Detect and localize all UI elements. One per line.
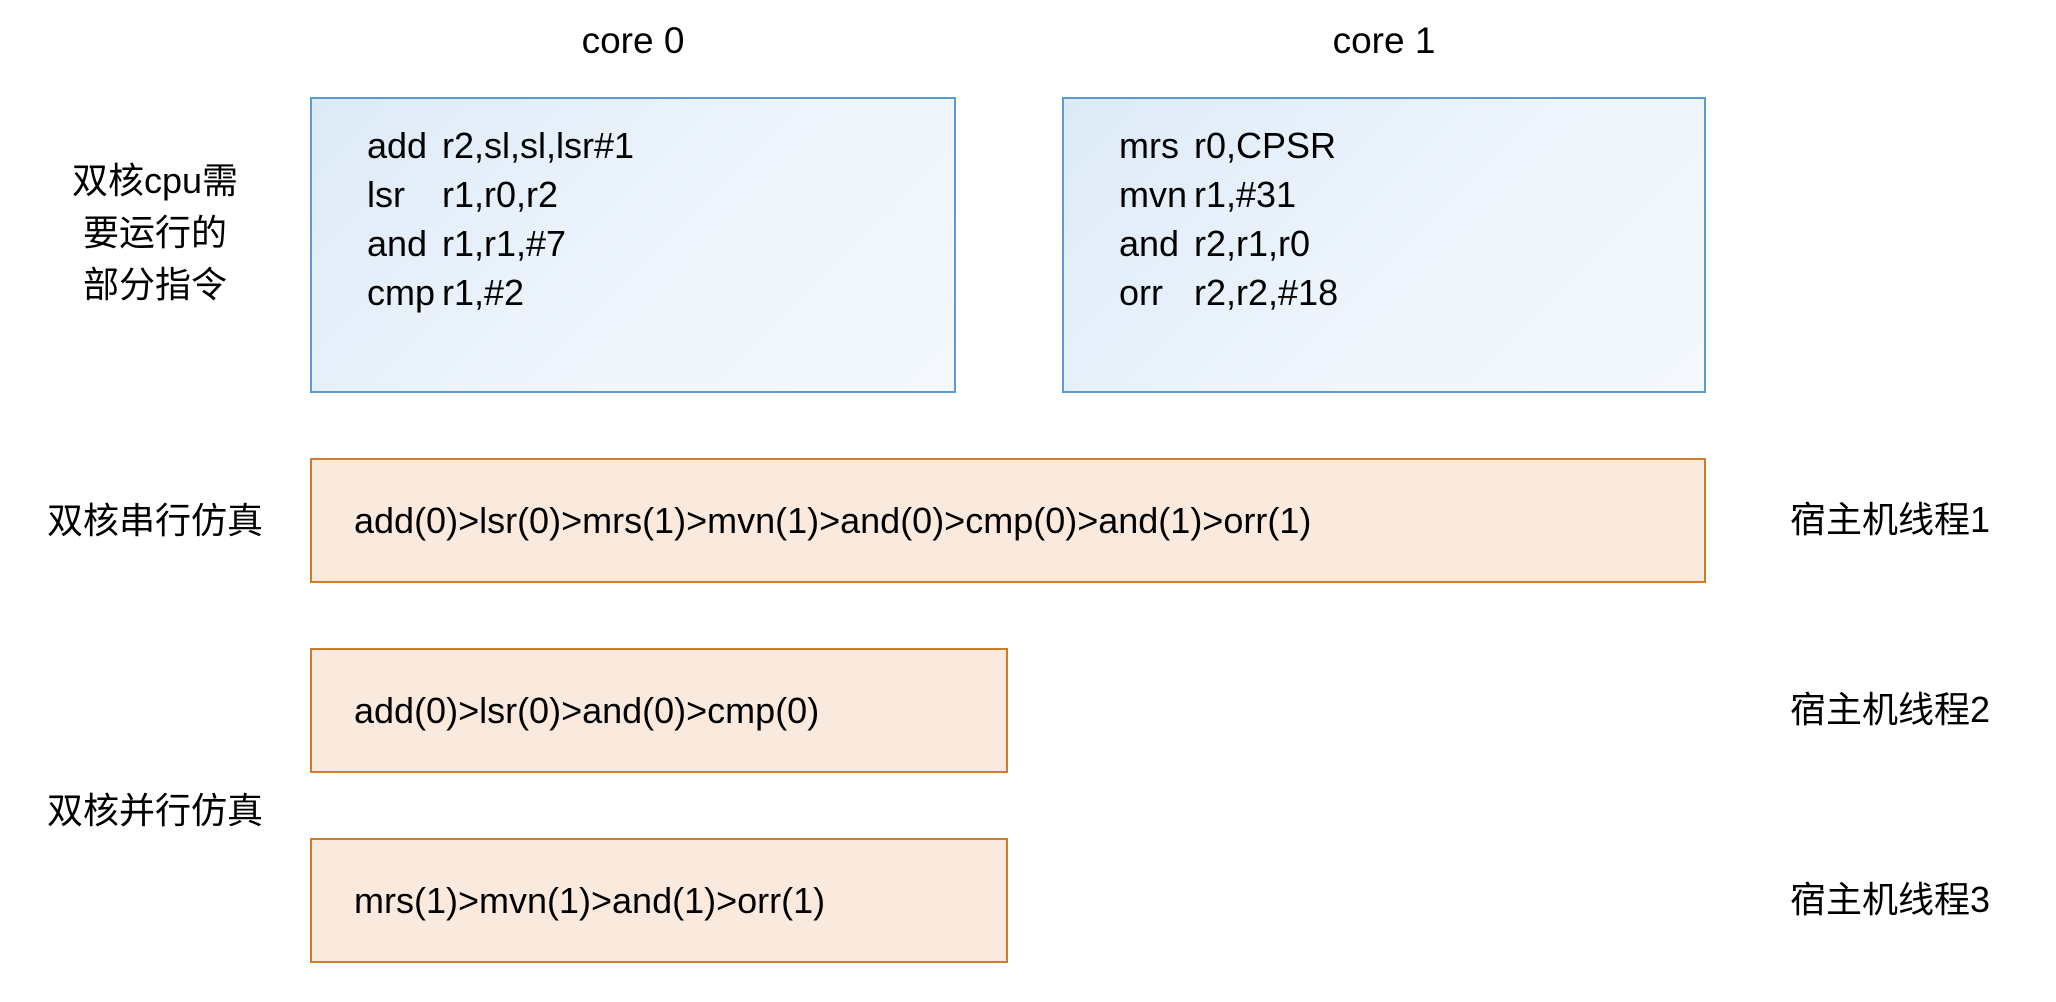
instruction-operands: r2,sl,sl,lsr#1	[442, 125, 635, 166]
instruction-mnemonic: and	[367, 223, 428, 264]
instruction-operands: r1,#31	[1194, 174, 1297, 215]
instruction-mnemonic: and	[1119, 223, 1180, 264]
core-0-title: core 0	[581, 20, 685, 61]
instruction-operands: r1,#2	[442, 272, 525, 313]
instruction-operands: r2,r1,r0	[1194, 223, 1311, 264]
serial-simulation-caption: 双核串行仿真	[46, 500, 263, 541]
core-0-instruction-box: add r2,sl,sl,lsr#1 lsr r1,r0,r2 and r1,r1,#…	[310, 97, 956, 393]
instructions-caption: 双核cpu需 要运行的 部分指令	[20, 155, 290, 311]
parallel-core1-sequence-text: mrs(1)>mvn(1)>and(1)>orr(1)	[354, 879, 826, 921]
instruction-row: lsr r1,r0,r2	[312, 170, 954, 219]
instruction-operands: r1,r0,r2	[442, 174, 559, 215]
instruction-row: add r2,sl,sl,lsr#1	[312, 121, 954, 170]
host-thread-2-label: 宿主机线程2	[1790, 689, 1991, 730]
serial-sequence-text: add(0)>lsr(0)>mrs(1)>mvn(1)>and(0)>cmp(0…	[354, 499, 1312, 541]
instruction-mnemonic: mvn	[1119, 174, 1188, 215]
instruction-mnemonic: lsr	[367, 174, 405, 215]
parallel-core0-sequence-box: add(0)>lsr(0)>and(0)>cmp(0)	[310, 648, 1008, 773]
instructions-caption-line-1: 双核cpu需	[71, 160, 239, 201]
parallel-core1-sequence-box: mrs(1)>mvn(1)>and(1)>orr(1)	[310, 838, 1008, 963]
parallel-core0-sequence-text: add(0)>lsr(0)>and(0)>cmp(0)	[354, 689, 820, 731]
instruction-row: mrs r0,CPSR	[1064, 121, 1704, 170]
instruction-mnemonic: add	[367, 125, 428, 166]
instruction-mnemonic: orr	[1119, 272, 1163, 313]
instructions-caption-line-3: 部分指令	[82, 264, 227, 305]
host-thread-3-label: 宿主机线程3	[1790, 879, 1991, 920]
serial-sequence-box: add(0)>lsr(0)>mrs(1)>mvn(1)>and(0)>cmp(0…	[310, 458, 1706, 583]
instruction-row: and r1,r1,#7	[312, 219, 954, 268]
host-thread-1-label: 宿主机线程1	[1790, 499, 1991, 540]
instruction-operands: r1,r1,#7	[442, 223, 567, 264]
instruction-operands: r2,r2,#18	[1194, 272, 1339, 313]
instruction-mnemonic: cmp	[367, 272, 436, 313]
instructions-caption-line-2: 要运行的	[82, 212, 227, 253]
instruction-row: orr r2,r2,#18	[1064, 268, 1704, 317]
instruction-mnemonic: mrs	[1119, 125, 1179, 166]
core-1-title: core 1	[1332, 20, 1436, 61]
parallel-simulation-caption: 双核并行仿真	[46, 790, 263, 831]
instruction-operands: r0,CPSR	[1194, 125, 1337, 166]
instruction-row: and r2,r1,r0	[1064, 219, 1704, 268]
